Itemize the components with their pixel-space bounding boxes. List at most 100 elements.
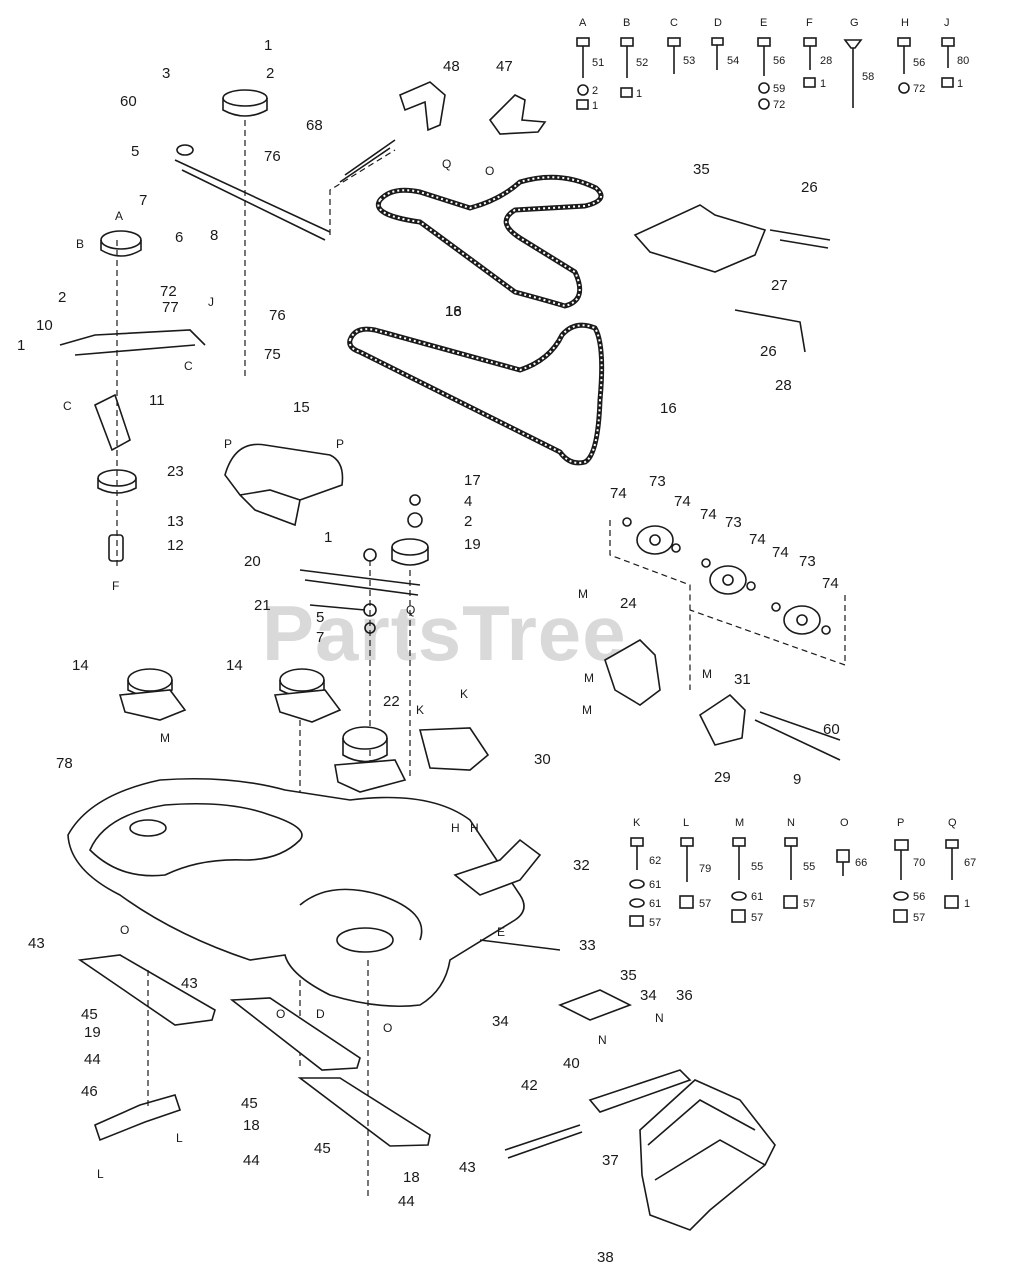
callout-label: C: [184, 359, 193, 373]
callout-label: 23: [167, 463, 184, 480]
key-part: 1: [964, 898, 970, 910]
key-letter: H: [901, 17, 909, 29]
callout-label: 31: [734, 671, 751, 688]
key-letter: B: [623, 17, 630, 29]
callout-label: 75: [264, 346, 281, 363]
key-part: 57: [649, 917, 661, 929]
callout-label: 14: [72, 657, 89, 674]
callout-label: 1: [264, 37, 272, 54]
key-part: 28: [820, 55, 832, 67]
callout-label: N: [598, 1033, 607, 1047]
callout-label: 45: [314, 1140, 331, 1157]
callout-label: 76: [264, 148, 281, 165]
key-part: 57: [803, 898, 815, 910]
key-bolt-F: F 28 1: [803, 17, 832, 90]
callout-label: 42: [521, 1077, 538, 1094]
key-part: 80: [957, 55, 969, 67]
callout-label: 2: [266, 65, 274, 82]
callout-label: M: [582, 703, 592, 717]
callout-label: 28: [775, 377, 792, 394]
callout-label: L: [176, 1131, 183, 1145]
callout-label: 37: [602, 1152, 619, 1169]
key-part: 54: [727, 55, 739, 67]
callout-label: 5: [131, 143, 139, 160]
key-part: 70: [913, 857, 925, 869]
key-part: 61: [751, 891, 763, 903]
key-part: 52: [636, 57, 648, 69]
key-bolt-G: G 58: [843, 17, 874, 108]
callout-label: 21: [254, 597, 271, 614]
callout-label: 74: [610, 485, 627, 502]
callout-label: 43: [181, 975, 198, 992]
callout-label: Q: [442, 157, 451, 171]
callout-label: 46: [81, 1083, 98, 1100]
callout-label: 76: [269, 307, 286, 324]
key-part: 61: [649, 879, 661, 891]
callout-label: 34: [640, 987, 657, 1004]
callout-label: 3: [162, 65, 170, 82]
callout-label: P: [336, 437, 344, 451]
callout-label: Q: [406, 603, 415, 617]
callout-label: C: [63, 399, 72, 413]
callout-label: 74: [772, 544, 789, 561]
callout-label: O: [120, 923, 129, 937]
key-letter: J: [944, 17, 950, 29]
callout-label: 24: [620, 595, 637, 612]
callout-label: 44: [243, 1152, 260, 1169]
callout-label: L: [97, 1167, 104, 1181]
callout-label: 32: [573, 857, 590, 874]
callout-label: 18: [403, 1169, 420, 1186]
callout-label: 45: [241, 1095, 258, 1112]
key-bolt-M: M 55 61 57: [731, 817, 763, 924]
key-bolt-D: D 54: [711, 17, 739, 70]
key-letter: P: [897, 817, 904, 829]
callout-label: J: [208, 295, 214, 309]
callout-label: 1: [17, 337, 25, 354]
key-letter: D: [714, 17, 722, 29]
key-bolt-C: C 53: [667, 17, 695, 74]
callout-label: P: [224, 437, 232, 451]
callout-label: 43: [28, 935, 45, 952]
hardware-key-top: A 51 2 1 B 52 1 C 53 D 54 E 56 59 72: [576, 17, 969, 112]
callout-label: 74: [700, 506, 717, 523]
callout-label: 7: [139, 192, 147, 209]
callout-label: 26: [760, 343, 777, 360]
callout-label: 26: [801, 179, 818, 196]
callout-label: 48: [443, 58, 460, 75]
callout-label: 38: [597, 1249, 614, 1266]
callout-label: 33: [579, 937, 596, 954]
key-part: 66: [855, 857, 867, 869]
key-bolt-E: E 56 59 72: [757, 17, 785, 111]
key-letter: K: [633, 817, 641, 829]
key-part: 72: [773, 99, 785, 111]
callout-label: 78: [56, 755, 73, 772]
key-part: 79: [699, 863, 711, 875]
callout-labels: 1 2 3 60 5 76 7 8 A 6 B 72 77 2 J 10 1 C…: [17, 37, 840, 1266]
key-bolt-N: N 55 57: [783, 817, 815, 910]
callout-label: 74: [674, 493, 691, 510]
watermark: PartsTree: [262, 589, 627, 677]
callout-label: 15: [293, 399, 310, 416]
key-letter: G: [850, 17, 859, 29]
callout-label: M: [702, 667, 712, 681]
key-part: 57: [913, 912, 925, 924]
callout-label: 5: [316, 609, 324, 626]
callout-label: 44: [84, 1051, 101, 1068]
key-letter: E: [760, 17, 767, 29]
key-letter: O: [840, 817, 849, 829]
callout-label: 16: [445, 303, 462, 320]
callout-label: 74: [822, 575, 839, 592]
callout-label: 29: [714, 769, 731, 786]
callout-label: 72: [160, 283, 177, 300]
callout-label: 73: [649, 473, 666, 490]
key-bolt-O: O 66: [836, 817, 867, 876]
key-part: 1: [592, 100, 598, 112]
key-part: 1: [957, 78, 963, 90]
callout-label: N: [655, 1011, 664, 1025]
callout-label: 43: [459, 1159, 476, 1176]
callout-label: O: [276, 1007, 285, 1021]
callout-label: 6: [175, 229, 183, 246]
key-bolt-A: A 51 2 1: [576, 17, 604, 112]
callout-label: B: [76, 237, 84, 251]
